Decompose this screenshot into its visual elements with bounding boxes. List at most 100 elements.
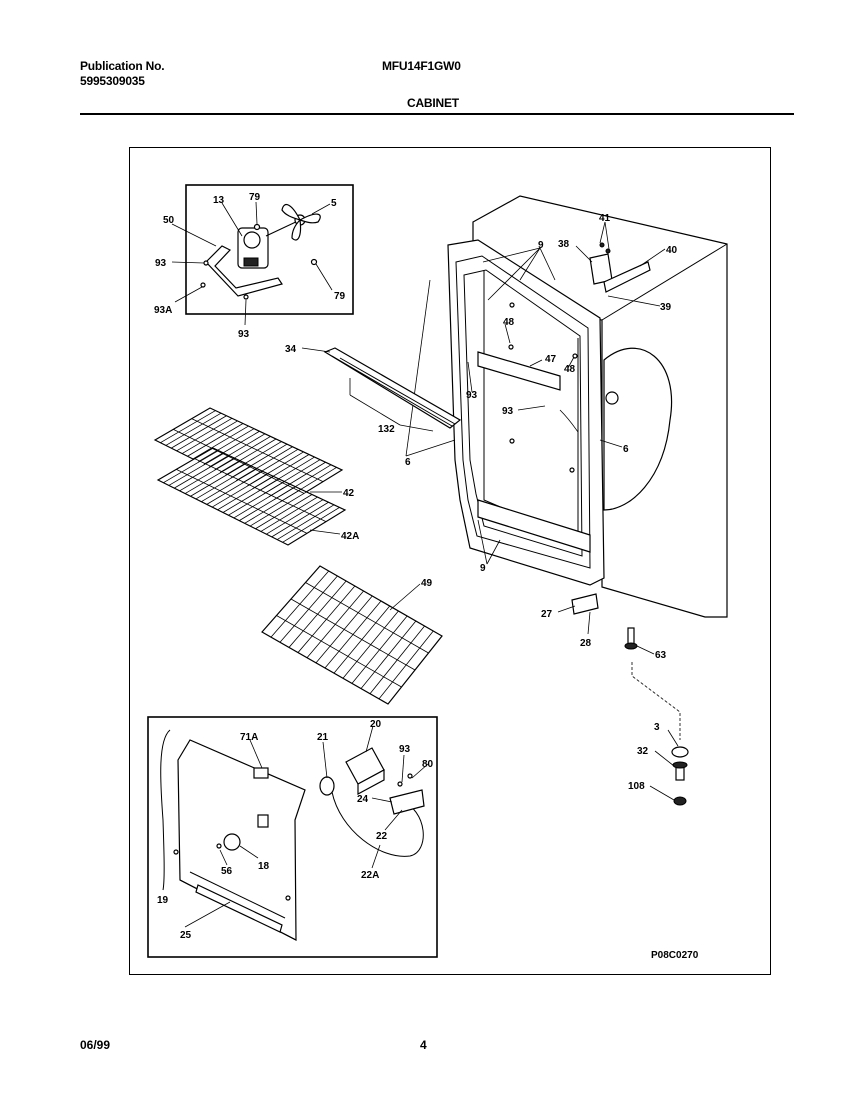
wire-line — [181, 420, 238, 454]
svg-text:34: 34 — [285, 344, 297, 355]
light-shield-part: 34 132 — [285, 344, 462, 435]
wire-line — [260, 496, 318, 532]
wire-line — [249, 491, 307, 527]
wire-line — [305, 582, 429, 654]
wire-line — [184, 460, 241, 494]
wire-line — [255, 494, 313, 530]
figure-code: P08C0270 — [651, 950, 699, 961]
wire-line — [201, 468, 258, 503]
wire-line — [163, 450, 219, 484]
publication-label: Publication No. — [80, 59, 165, 73]
svg-text:71A: 71A — [240, 732, 258, 743]
wire-line — [165, 412, 222, 446]
svg-text:24: 24 — [357, 794, 369, 805]
svg-text:93: 93 — [238, 329, 250, 340]
wire-line — [282, 507, 340, 543]
svg-text:79: 79 — [334, 291, 346, 302]
wire-line — [198, 428, 255, 463]
wire-line — [266, 499, 324, 535]
cabinet-callouts: 9 41 38 40 39 48 47 48 93 93 6 6 9 27 28… — [405, 213, 678, 661]
model-number: MFU14F1GW0 — [382, 59, 461, 73]
wire-line — [168, 452, 225, 486]
svg-text:22A: 22A — [361, 870, 379, 881]
wire-line — [160, 410, 216, 444]
wire-line — [179, 457, 236, 492]
wire-line — [276, 615, 402, 688]
wire-line — [217, 476, 274, 511]
svg-text:42A: 42A — [341, 531, 359, 542]
svg-text:3: 3 — [654, 722, 660, 733]
basket-part: 49 — [261, 565, 443, 705]
svg-text:48: 48 — [503, 317, 515, 328]
wire-line — [174, 455, 230, 489]
svg-text:13: 13 — [213, 195, 225, 206]
svg-text:38: 38 — [558, 239, 570, 250]
svg-text:108: 108 — [628, 781, 645, 792]
wire-line — [191, 418, 324, 483]
wire-line — [233, 483, 291, 519]
svg-text:40: 40 — [666, 245, 678, 256]
svg-text:6: 6 — [623, 444, 629, 455]
wire-line — [190, 463, 247, 497]
wire-line — [192, 425, 249, 460]
svg-text:56: 56 — [221, 866, 233, 877]
wire-line — [290, 598, 416, 671]
svg-text:93: 93 — [399, 744, 411, 755]
wire-line — [176, 417, 233, 452]
footer-date: 06/99 — [80, 1038, 111, 1052]
svg-text:5: 5 — [331, 198, 337, 209]
svg-text:32: 32 — [637, 746, 649, 757]
svg-text:25: 25 — [180, 930, 192, 941]
wire-line — [203, 430, 260, 465]
wire-line — [219, 438, 277, 473]
wire-line — [195, 465, 252, 500]
svg-text:48: 48 — [564, 364, 576, 375]
control-inset: 71A 21 20 93 80 24 22 22A 18 56 19 25 — [147, 716, 438, 958]
section-title: CABINET — [407, 96, 459, 110]
wire-line — [206, 470, 263, 505]
diagram-frame — [129, 147, 771, 975]
wire-shelves: 42 42A — [153, 407, 359, 546]
wire-line — [187, 423, 244, 457]
svg-text:20: 20 — [370, 719, 382, 730]
wire-line — [230, 443, 288, 479]
svg-text:27: 27 — [541, 609, 553, 620]
svg-text:50: 50 — [163, 215, 175, 226]
header-rule — [80, 113, 794, 115]
svg-text:9: 9 — [480, 563, 486, 574]
wire-line — [271, 501, 329, 538]
svg-text:93: 93 — [466, 390, 478, 401]
wire-line — [239, 486, 296, 521]
wire-line — [225, 441, 282, 476]
wire-line — [171, 415, 227, 449]
wire-line — [211, 473, 269, 508]
svg-text:21: 21 — [317, 732, 329, 743]
svg-text:93A: 93A — [154, 305, 172, 316]
svg-text:79: 79 — [249, 192, 261, 203]
wire-line — [222, 478, 280, 513]
wire-line — [276, 504, 335, 540]
svg-text:63: 63 — [655, 650, 667, 661]
svg-text:42: 42 — [343, 488, 355, 499]
svg-text:18: 18 — [258, 861, 270, 872]
svg-text:22: 22 — [376, 831, 388, 842]
svg-text:47: 47 — [545, 354, 557, 365]
leveling-leg-parts: 3 32 108 — [628, 662, 689, 806]
publication-number: 5995309035 — [80, 74, 145, 88]
svg-text:9: 9 — [538, 240, 544, 251]
svg-text:39: 39 — [660, 302, 672, 313]
wire-line — [244, 488, 302, 524]
svg-text:80: 80 — [422, 759, 434, 770]
fan-blade-icon — [265, 203, 321, 241]
wire-line — [228, 481, 285, 516]
svg-text:93: 93 — [502, 406, 514, 417]
wire-line — [208, 433, 266, 468]
cabinet-body — [447, 195, 728, 650]
svg-text:19: 19 — [157, 895, 169, 906]
svg-text:93: 93 — [155, 258, 167, 269]
svg-text:6: 6 — [405, 457, 411, 468]
fan-motor-inset: 13 79 5 50 93 79 93A 93 — [154, 184, 354, 340]
svg-text:49: 49 — [421, 578, 433, 589]
svg-text:28: 28 — [580, 638, 592, 649]
